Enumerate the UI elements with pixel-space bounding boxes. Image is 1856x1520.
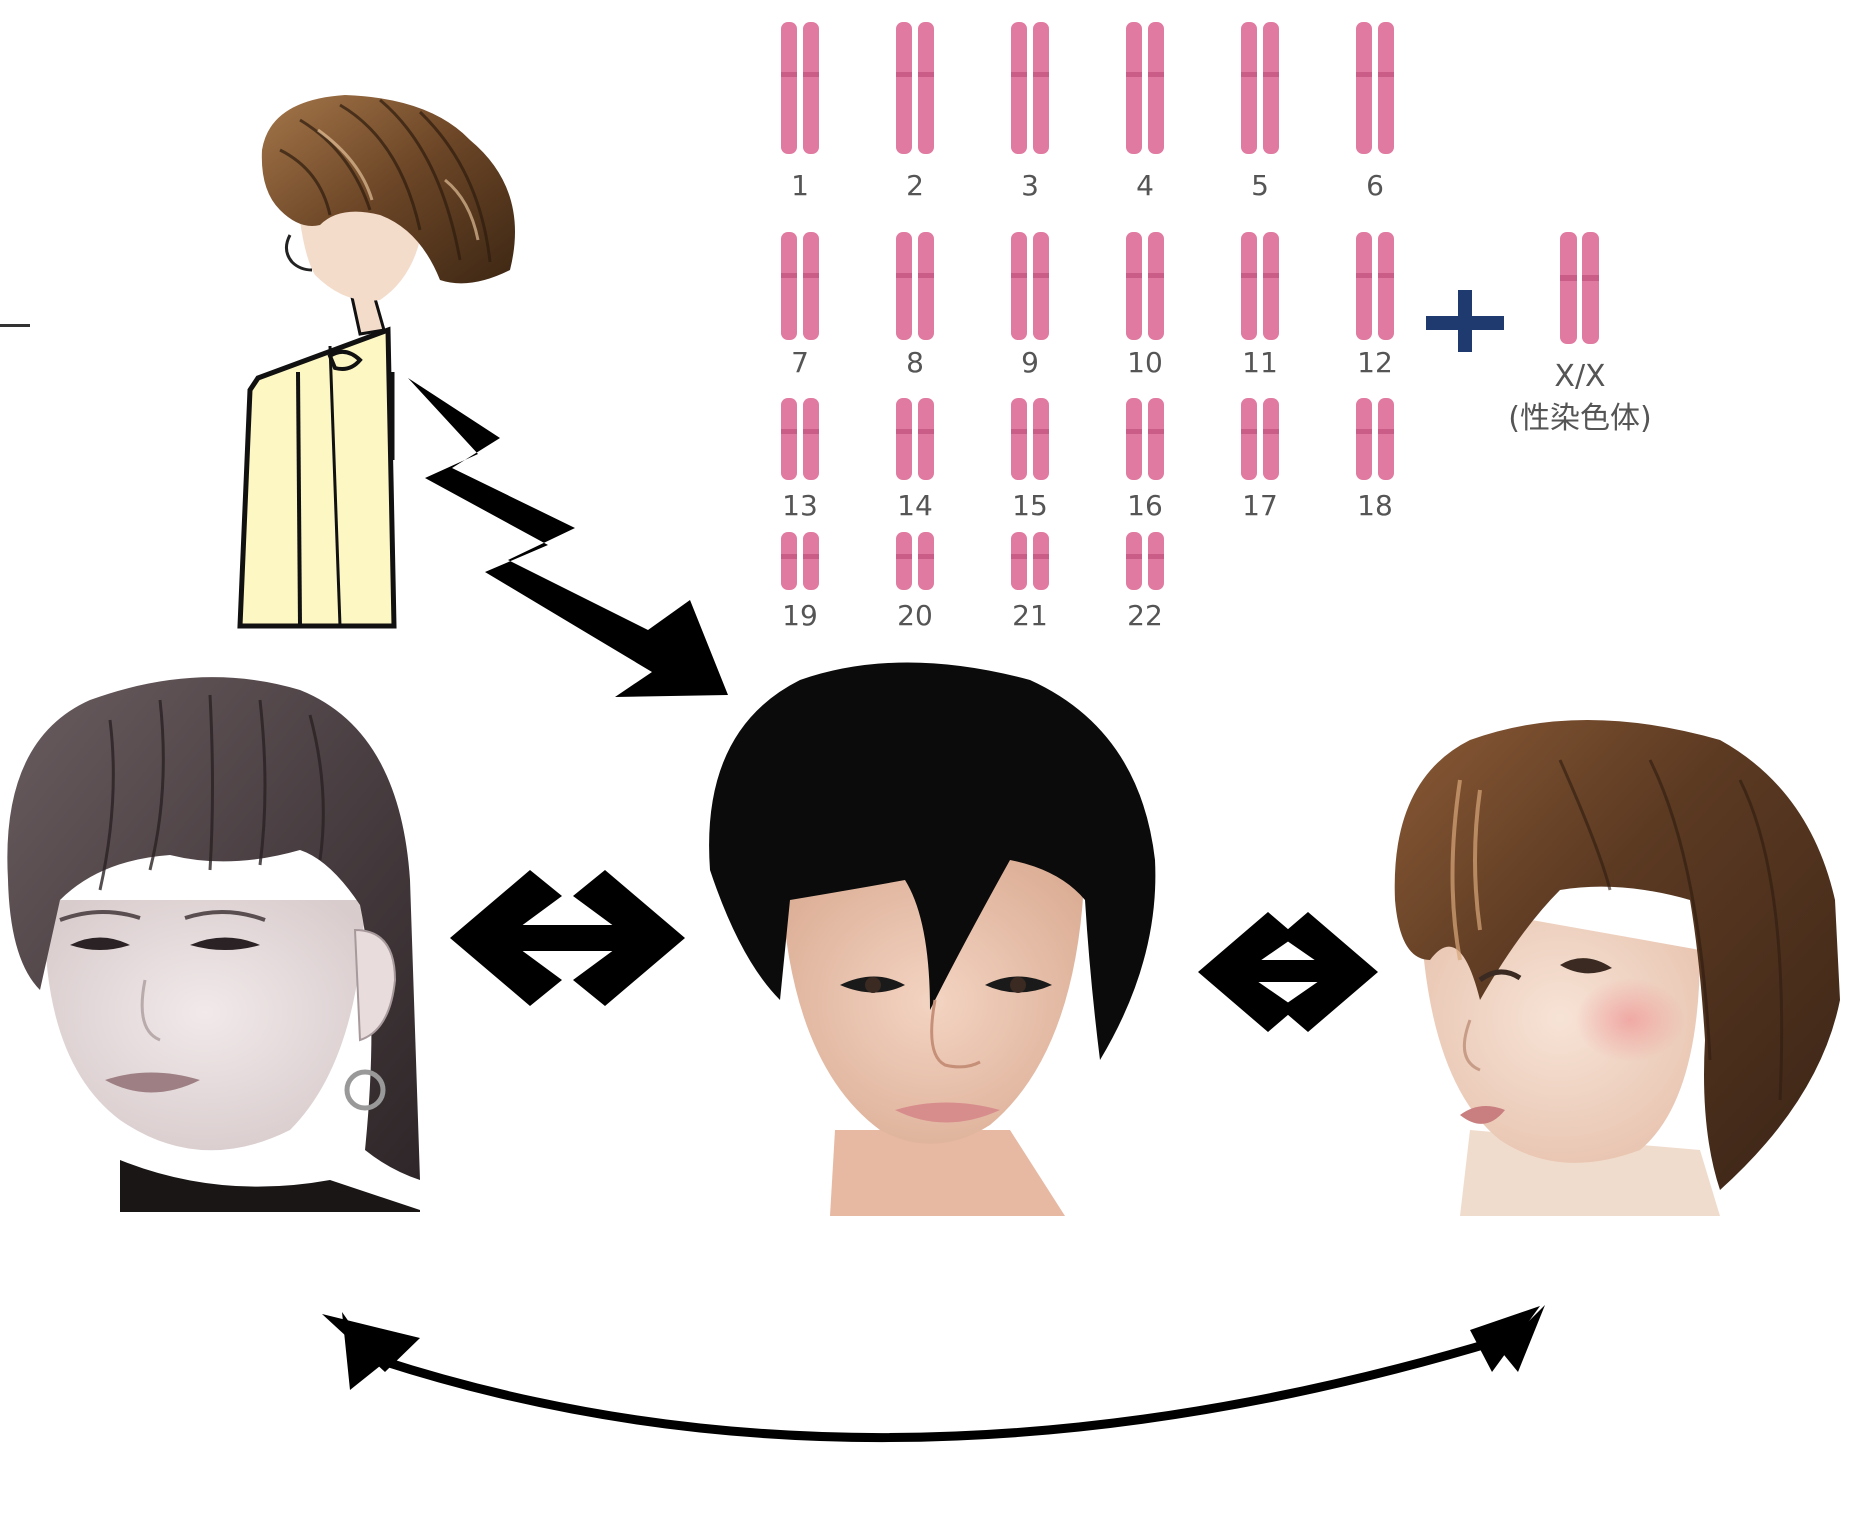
curved-double-arrow-left-right: [322, 1305, 1545, 1443]
chromosome-pair-20: [896, 532, 934, 590]
chromosome-pair-1: [781, 22, 819, 154]
chromosome-pair-2: [896, 22, 934, 154]
chromosome-pair-17: [1241, 398, 1279, 480]
chromosome-label-17: 17: [1242, 489, 1278, 522]
chromosome-label-12: 12: [1357, 346, 1393, 379]
chromosome-pair-15: [1011, 398, 1049, 480]
chromosome-pair-6: [1356, 22, 1394, 154]
chromosome-pair-9: [1011, 232, 1049, 340]
double-arrow-left-center: [450, 870, 685, 1006]
plus-sign: [1426, 290, 1504, 352]
chromosome-label-20: 20: [897, 599, 933, 632]
chromosome-label-9: 9: [1021, 346, 1039, 379]
chromosome-pair-7: [781, 232, 819, 340]
chromosome-label-6: 6: [1366, 169, 1384, 202]
lightning-arrow: [408, 378, 728, 697]
chromosome-pair-21: [1011, 532, 1049, 590]
chromosome-pair-11: [1241, 232, 1279, 340]
chromosome-label-18: 18: [1357, 489, 1393, 522]
chromosome-pair-16: [1126, 398, 1164, 480]
chromosome-pair-18: [1356, 398, 1394, 480]
chromosome-label-10: 10: [1127, 346, 1163, 379]
edge-tick: [0, 324, 30, 327]
chromosome-pair-22: [1126, 532, 1164, 590]
chromosome-label-5: 5: [1251, 169, 1269, 202]
chromosome-label-8: 8: [906, 346, 924, 379]
chromosome-pair-13: [781, 398, 819, 480]
chromosome-pair-19: [781, 532, 819, 590]
chromosome-label-13: 13: [782, 489, 818, 522]
chromosome-label-3: 3: [1021, 169, 1039, 202]
center-face-portrait: [709, 662, 1156, 1216]
top-person-illustration: [237, 95, 515, 629]
chromosome-label-14: 14: [897, 489, 933, 522]
chromosome-pair-3: [1011, 22, 1049, 154]
chromosome-pair-10: [1126, 232, 1164, 340]
sex-chromosome-label: X/X: [1554, 359, 1605, 394]
double-arrow-center-right: [1198, 912, 1378, 1032]
chromosome-pair-14: [896, 398, 934, 480]
chromosome-pair-4: [1126, 22, 1164, 154]
chromosome-label-1: 1: [791, 169, 809, 202]
chromosome-label-19: 19: [782, 599, 818, 632]
chromosome-pair-8: [896, 232, 934, 340]
chromosome-label-15: 15: [1012, 489, 1048, 522]
chromosome-label-16: 16: [1127, 489, 1163, 522]
chromosome-pair-12: [1356, 232, 1394, 340]
chromosome-label-4: 4: [1136, 169, 1154, 202]
chromosome-label-11: 11: [1242, 346, 1278, 379]
chromosome-pair-5: [1241, 22, 1279, 154]
chromosome-label-22: 22: [1127, 599, 1163, 632]
chromosome-label-7: 7: [791, 346, 809, 379]
sex-chromosome-pair: [1560, 232, 1599, 344]
chromosome-label-21: 21: [1012, 599, 1048, 632]
sex-chromosome-caption: (性染色体): [1508, 401, 1651, 436]
chromosome-label-2: 2: [906, 169, 924, 202]
left-face-portrait: [7, 677, 421, 1212]
right-face-portrait: [1394, 720, 1840, 1216]
